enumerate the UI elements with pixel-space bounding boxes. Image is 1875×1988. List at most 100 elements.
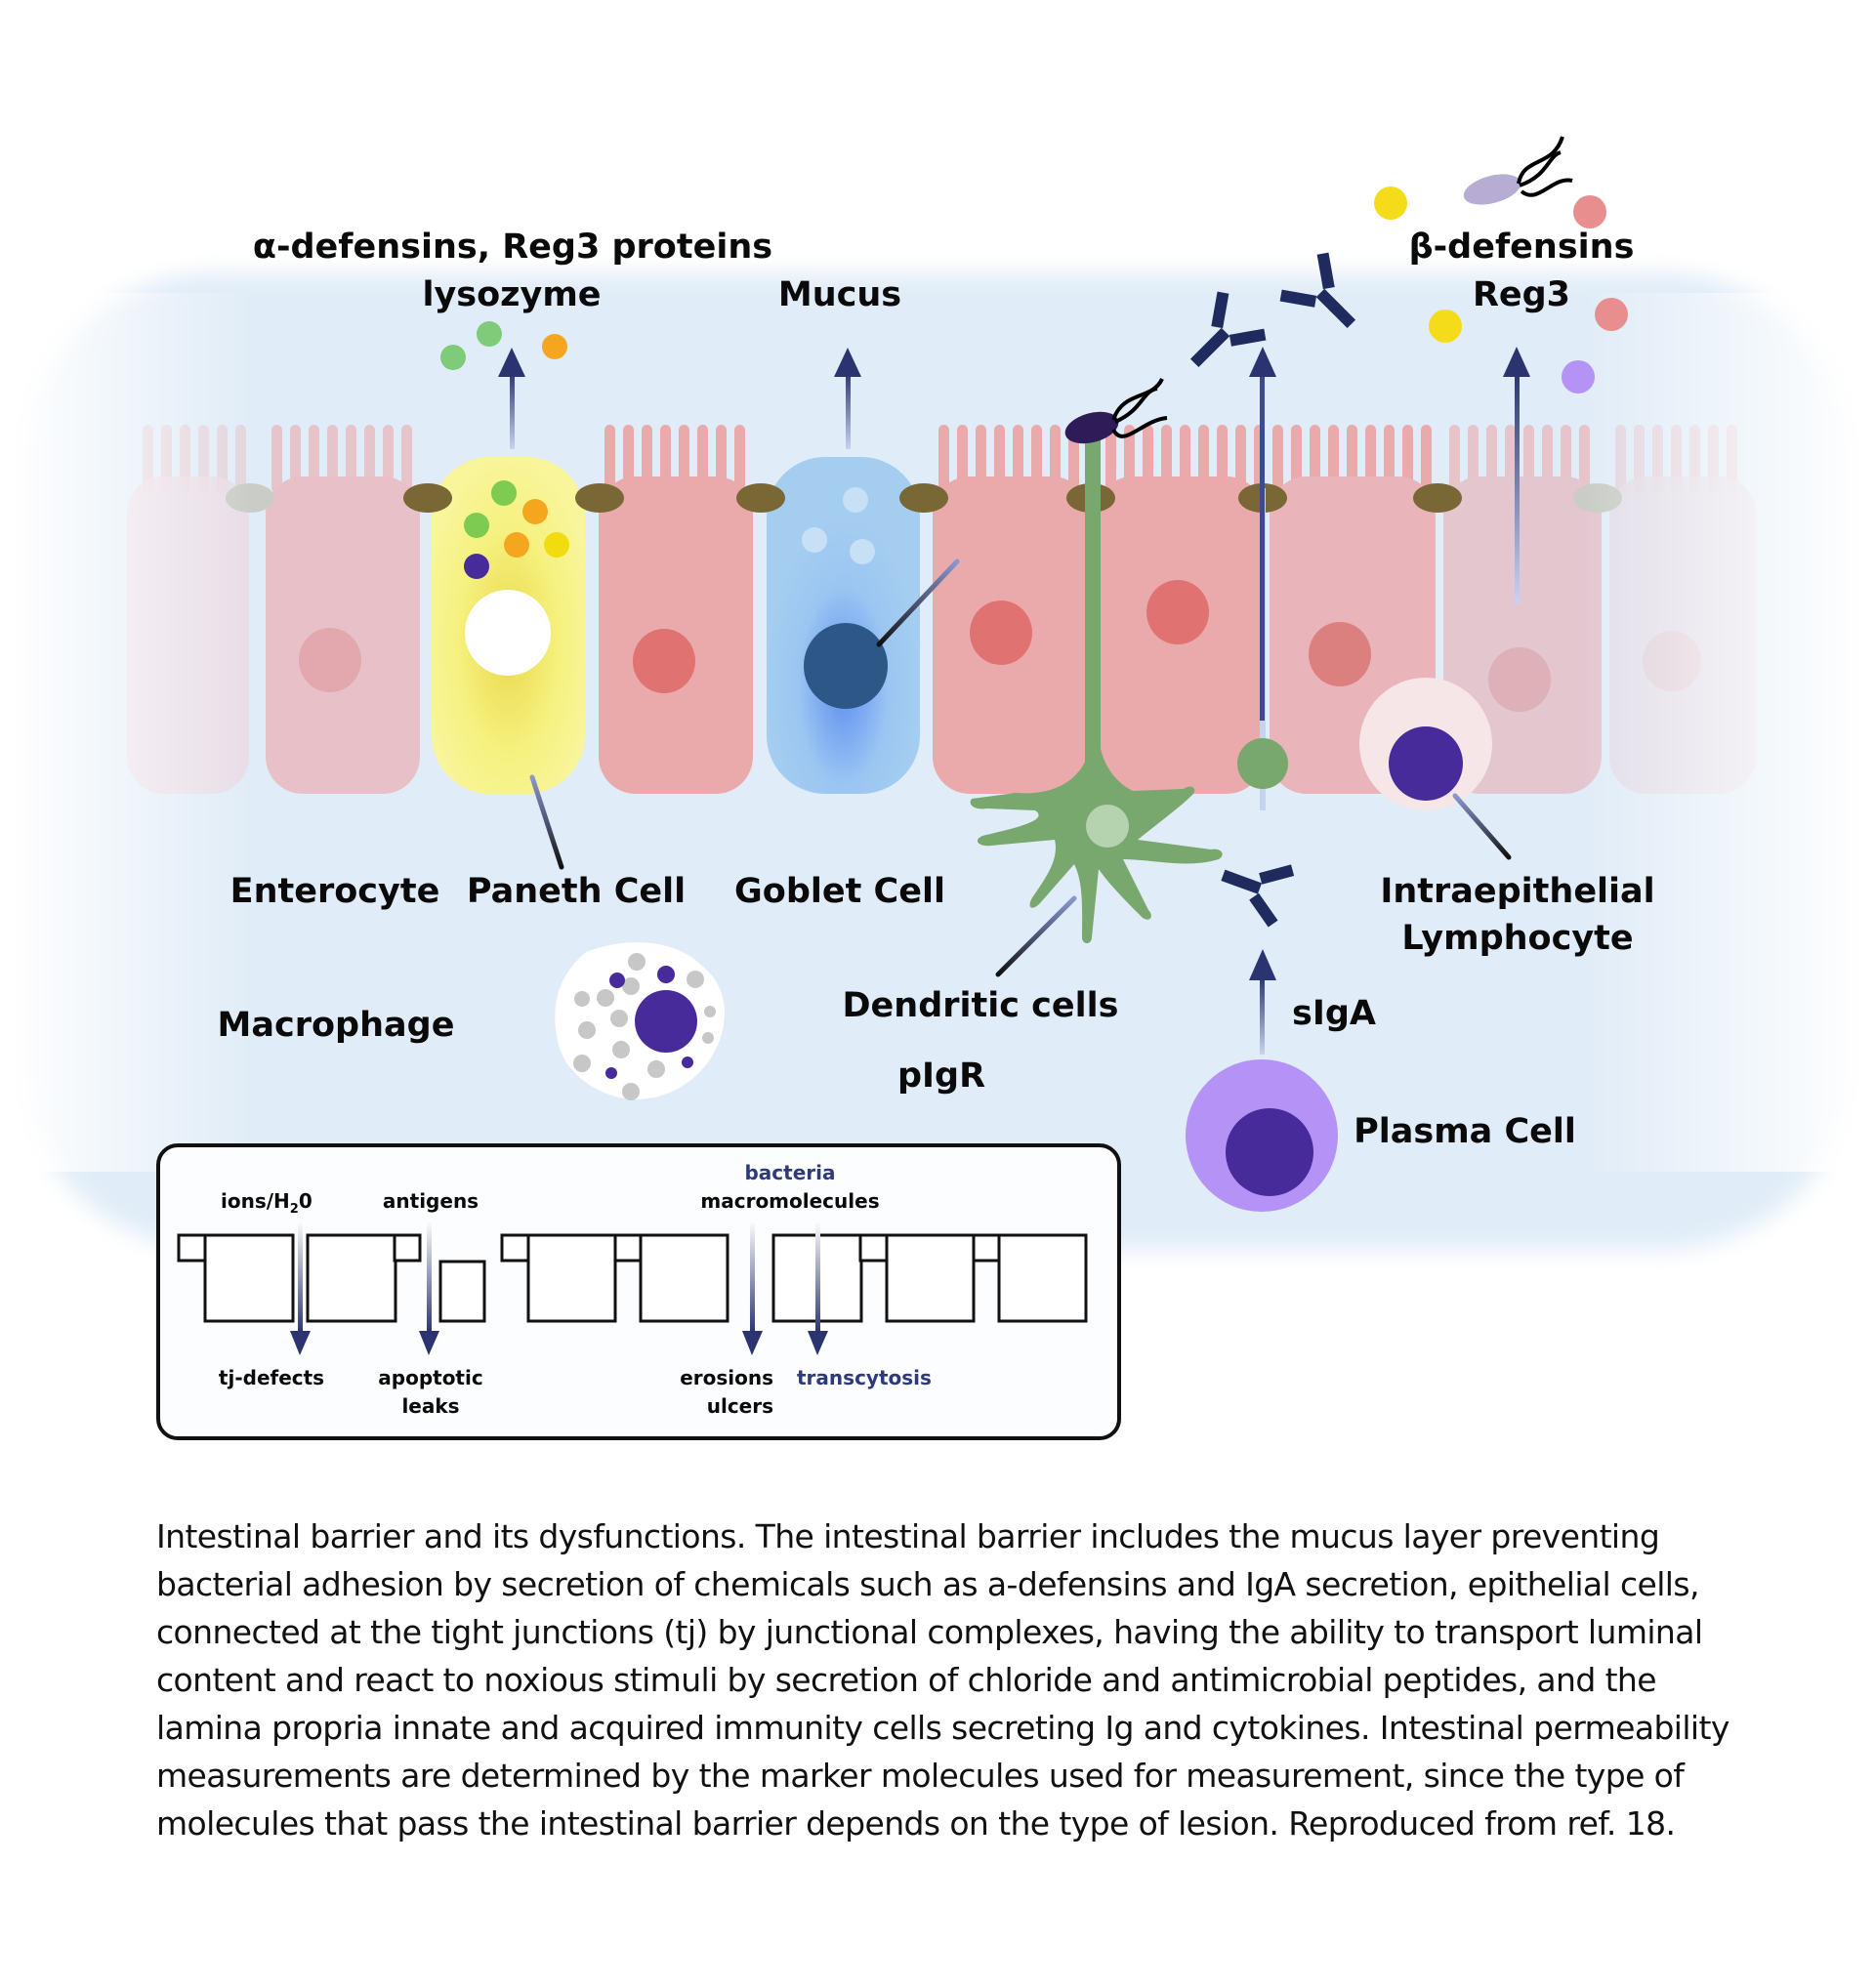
microvillus (290, 425, 301, 493)
microvillus (1217, 425, 1228, 493)
plasma-cell-nucleus (1226, 1108, 1313, 1196)
epithelium (0, 293, 1875, 1172)
microvillus (346, 425, 356, 493)
microvillus (1421, 425, 1432, 493)
peptide-dot (1573, 195, 1606, 228)
arrow-head (1249, 347, 1276, 377)
microvillus (957, 425, 968, 493)
peptide-dot (1429, 310, 1462, 343)
tight-junction (575, 483, 624, 513)
label-pigr: pIgR (897, 1056, 985, 1096)
microvillus (660, 425, 671, 493)
tight-junction (403, 483, 452, 513)
enterocyte-3-nucleus (970, 601, 1032, 665)
tight-junction (1413, 483, 1462, 513)
label-lymphocyte: Lymphocyte (1401, 919, 1633, 958)
label-lysozyme: lysozyme (422, 275, 601, 314)
arrow-goblet (846, 371, 851, 449)
microvillus (1523, 425, 1534, 493)
fade-right (1582, 293, 1875, 1172)
macrophage (555, 942, 725, 1100)
inset-cells (177, 1233, 1088, 1323)
inset-label-leaks: leaks (401, 1394, 459, 1418)
enterocyte-6-nucleus (1488, 647, 1551, 712)
microvillus (327, 425, 338, 493)
microvillus (716, 425, 727, 493)
microvillus (734, 425, 745, 493)
microvillus (1542, 425, 1553, 493)
figure-caption: Intestinal barrier and its dysfunctions.… (156, 1517, 1729, 1843)
inset-label-macromolecules: macromolecules (700, 1189, 879, 1213)
microvillus (1310, 425, 1320, 493)
leader-line (876, 559, 960, 647)
microvillus (309, 425, 319, 493)
peptide-dot (1595, 298, 1628, 331)
microvillus (938, 425, 949, 493)
enterocyte-1-nucleus (299, 628, 361, 692)
label-mucus: Mucus (778, 275, 901, 314)
microvillus (1347, 425, 1357, 493)
arrow-paneth (510, 371, 515, 449)
paneth-nucleus (465, 590, 551, 676)
mucus-vesicle (850, 539, 875, 564)
microvillus (1198, 425, 1209, 493)
label-siga: sIgA (1292, 994, 1376, 1033)
microvillus (1180, 425, 1190, 493)
enterocyte-2-nucleus (633, 629, 695, 693)
label-reg3: Reg3 (1473, 275, 1570, 314)
labels: α-defensins, Reg3 proteins lysozyme Mucu… (218, 228, 1655, 1151)
mucus-vesicle (802, 527, 827, 553)
inset-frame (156, 1143, 1121, 1440)
microvillus (623, 425, 634, 493)
microvillus (1272, 425, 1283, 493)
inset-arrows (290, 1221, 828, 1355)
microvillus (1143, 425, 1153, 493)
microvillus (1402, 425, 1413, 493)
label-plasma-cell: Plasma Cell (1354, 1112, 1576, 1151)
microvillus (604, 425, 615, 493)
granule (522, 499, 548, 524)
microvillus (401, 425, 412, 493)
microvillus (642, 425, 652, 493)
microvillus (1013, 425, 1023, 493)
peptide-dot (1562, 360, 1595, 393)
microvillus (1561, 425, 1571, 493)
microvillus (364, 425, 375, 493)
microvillus (383, 425, 394, 493)
antibody-icon (1279, 252, 1356, 329)
goblet-nucleus (804, 623, 888, 709)
microvillus (697, 425, 708, 493)
microvillus (976, 425, 986, 493)
intestinal-barrier-diagram: α-defensins, Reg3 proteins lysozyme Mucu… (0, 136, 1875, 1440)
mucus-vesicle (843, 487, 868, 513)
inset-label-ulcers: ulcers (707, 1394, 773, 1418)
arrow-reg3 (1515, 369, 1520, 603)
granule (544, 532, 569, 558)
label-goblet-cell: Goblet Cell (734, 872, 945, 911)
arrow-head (1249, 949, 1276, 980)
peptide-dot (440, 345, 466, 370)
bacterium-icon (1463, 136, 1573, 205)
microvillus (1468, 425, 1479, 493)
microvillus (1105, 425, 1116, 493)
label-alpha-defensins: α-defensins, Reg3 proteins (253, 228, 772, 267)
fade-left (0, 293, 254, 1172)
inset-label-tj-defects: tj-defects (219, 1366, 324, 1389)
label-macrophage: Macrophage (218, 1006, 455, 1045)
microvillus (1124, 425, 1135, 493)
enterocyte-4-nucleus (1146, 580, 1209, 644)
inset-label-transcytosis: transcytosis (797, 1366, 932, 1389)
arrow-siga-up (1260, 369, 1265, 721)
dendritic-nucleus (1086, 805, 1129, 848)
label-paneth-cell: Paneth Cell (467, 872, 686, 911)
microvillus (1365, 425, 1376, 493)
bacterium-icon (1064, 378, 1168, 444)
microvillus (1291, 425, 1302, 493)
peptide-dot (542, 334, 567, 359)
granule (464, 554, 489, 579)
granule (504, 532, 529, 558)
antibody-icon (1221, 864, 1295, 928)
dysfunction-inset: ions/H20 antigens bacteria macromolecule… (156, 1143, 1121, 1440)
inset-label-antigens: antigens (383, 1189, 479, 1213)
microvillus (1449, 425, 1460, 493)
